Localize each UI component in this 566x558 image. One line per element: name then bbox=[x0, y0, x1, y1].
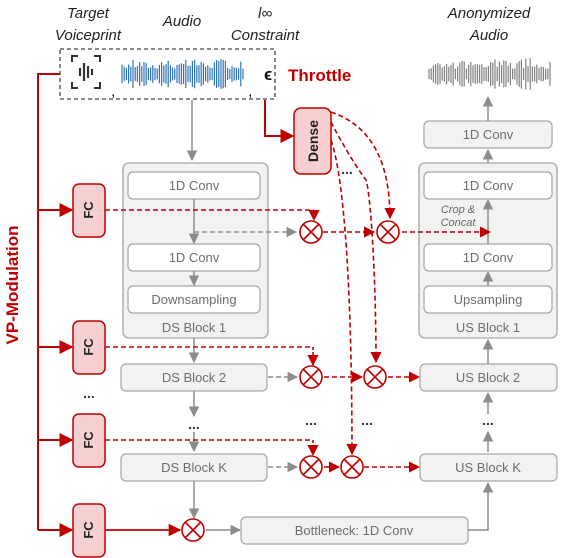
ds-block-1-label: DS Block 1 bbox=[162, 320, 226, 335]
us1-conv1-label: 1D Conv bbox=[463, 178, 514, 193]
ds-ellipsis: ... bbox=[188, 416, 200, 432]
vp-modulation-label: VP-Modulation bbox=[3, 226, 22, 345]
multiply-icon bbox=[340, 455, 364, 479]
input-audio-waveform bbox=[121, 59, 244, 89]
us-block-k-label: US Block K bbox=[455, 460, 521, 475]
comma-2: , bbox=[248, 83, 252, 100]
bottleneck-label: Bottleneck: 1D Conv bbox=[295, 523, 414, 538]
crop-concat-label-2: Concat bbox=[441, 217, 477, 229]
ds-block-2-label: DS Block 2 bbox=[162, 370, 226, 385]
anonymized-label-line1: Anonymized bbox=[447, 5, 531, 22]
throttle-arrow bbox=[264, 100, 295, 143]
us-block-1: 1D Conv 1D Conv Upsampling US Block 1 Cr… bbox=[418, 162, 558, 339]
multiply-icon bbox=[376, 220, 400, 244]
ds1-downsampling-label: Downsampling bbox=[151, 292, 236, 307]
ds-block-k-label: DS Block K bbox=[161, 460, 227, 475]
l-infinity-label: l∞ bbox=[258, 5, 272, 22]
mid-ellipsis-1: ... bbox=[305, 412, 317, 428]
target-voiceprint-label-line1: Target bbox=[67, 5, 110, 22]
crop-concat-label-1: Crop & bbox=[441, 204, 475, 216]
multiply-icon bbox=[299, 220, 323, 244]
anonymized-audio-waveform bbox=[428, 58, 551, 90]
dense-box: Dense bbox=[293, 107, 332, 175]
fc-ellipsis: ... bbox=[83, 385, 95, 401]
multiply-icon bbox=[181, 518, 205, 542]
fc-label-1: FC bbox=[81, 201, 96, 219]
us1-conv2-label: 1D Conv bbox=[463, 250, 514, 265]
fc-box-bottleneck: FC bbox=[72, 503, 106, 558]
multiply-nodes bbox=[181, 220, 400, 542]
ds-block-1: 1D Conv 1D Conv Downsampling DS Block 1 bbox=[122, 162, 269, 339]
dense-label: Dense bbox=[305, 120, 321, 162]
multiply-icon bbox=[299, 365, 323, 389]
fc-label-bottleneck: FC bbox=[81, 521, 96, 539]
dense-to-mult-kb bbox=[330, 139, 358, 456]
us-block-1-label: US Block 1 bbox=[456, 320, 520, 335]
fc-box-1: FC bbox=[72, 183, 106, 238]
fc-label-2: FC bbox=[81, 338, 96, 356]
fc-box-k: FC bbox=[72, 413, 106, 468]
dense-to-mult-2b bbox=[330, 121, 382, 364]
constraint-label: Constraint bbox=[231, 27, 300, 44]
us-ellipsis: ... bbox=[482, 412, 494, 428]
dense-ellipsis: ... bbox=[341, 161, 353, 177]
ds1-conv1-label: 1D Conv bbox=[169, 178, 220, 193]
multiply-icon bbox=[299, 455, 323, 479]
throttle-label: Throttle bbox=[288, 66, 351, 85]
vp-rail-line bbox=[37, 73, 60, 530]
dense-to-mult-1b bbox=[330, 111, 396, 220]
anonymized-label-line2: Audio bbox=[469, 27, 508, 44]
multiply-icon bbox=[363, 365, 387, 389]
fc-box-2: FC bbox=[72, 320, 106, 375]
voiceprint-icon bbox=[71, 55, 101, 89]
bottleneck-to-usk-arrow bbox=[468, 481, 494, 531]
top-conv-label: 1D Conv bbox=[463, 127, 514, 142]
target-voiceprint-label-line2: Voiceprint bbox=[55, 27, 122, 44]
comma-1: , bbox=[111, 83, 115, 100]
us-block-2-label: US Block 2 bbox=[456, 370, 520, 385]
us1-upsampling-label: Upsampling bbox=[454, 292, 523, 307]
epsilon-symbol: ϵ bbox=[264, 65, 272, 84]
mid-ellipsis-2: ... bbox=[361, 412, 373, 428]
ds1-conv2-label: 1D Conv bbox=[169, 250, 220, 265]
audio-label: Audio bbox=[162, 13, 201, 30]
fc-label-k: FC bbox=[81, 431, 96, 449]
